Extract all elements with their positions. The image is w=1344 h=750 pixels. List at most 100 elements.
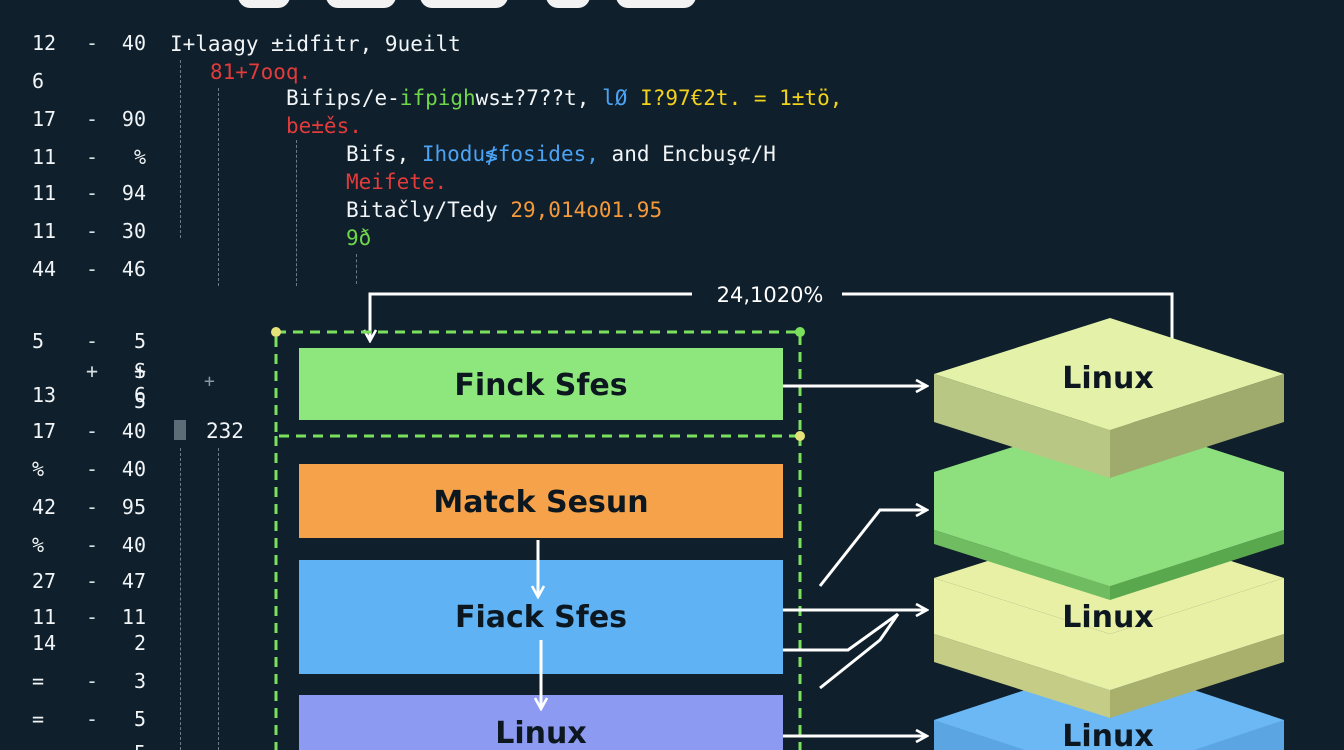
line-value: 46 bbox=[121, 257, 146, 281]
code-text: lØ bbox=[602, 86, 628, 110]
left-box-1: Finck Sfes bbox=[299, 348, 783, 420]
gutter-separator: - bbox=[85, 31, 99, 55]
line-number: 11 bbox=[32, 605, 57, 629]
line-value: 6 bbox=[133, 383, 146, 407]
gutter-separator: - bbox=[85, 457, 99, 481]
line-value: 47 bbox=[121, 569, 146, 593]
gutter-row: 14 2 bbox=[0, 628, 170, 658]
gutter-row: 44-46 bbox=[0, 254, 170, 284]
connector-arrow bbox=[370, 292, 692, 340]
code-text: 81+7ooq. bbox=[210, 60, 312, 84]
gutter-separator: - bbox=[85, 569, 99, 593]
gutter-row: 11-% bbox=[0, 142, 170, 172]
marker-value-text: 232 bbox=[206, 419, 244, 443]
cursor-block bbox=[174, 420, 186, 440]
gutter-row: 13 6 bbox=[0, 380, 170, 410]
code-text: I?97€2t. = 1±tö, bbox=[640, 86, 843, 110]
line-value: 5 bbox=[112, 738, 146, 750]
line-number: % bbox=[32, 457, 45, 481]
code-line-3: Bifips/e-ifpighws±?7??t, lØ I?97€2t. = 1… bbox=[286, 84, 842, 112]
gutter-separator: - bbox=[85, 669, 99, 693]
line-value: 40 bbox=[121, 31, 146, 55]
code-line-2: 81+7ooq. bbox=[210, 58, 311, 86]
gutter-separator: - bbox=[85, 495, 99, 519]
line-value: 95 bbox=[121, 495, 146, 519]
indent-guide bbox=[356, 254, 357, 284]
line-value: 40 bbox=[121, 533, 146, 557]
line-number: 5 bbox=[32, 329, 45, 353]
line-number: = bbox=[32, 707, 45, 731]
line-value: 2 bbox=[133, 631, 146, 655]
gutter-separator: - bbox=[85, 329, 99, 353]
line-number: 14 bbox=[32, 631, 57, 655]
gutter-row: %-40 bbox=[0, 454, 170, 484]
line-value: 94 bbox=[121, 181, 146, 205]
code-text: Meifete. bbox=[346, 170, 448, 194]
gutter-separator: - bbox=[85, 605, 99, 629]
line-number: 27 bbox=[32, 569, 57, 593]
connector-arrow bbox=[783, 612, 899, 652]
code-text: Ihodu≸fosides, bbox=[421, 142, 599, 166]
line-number: 13 bbox=[32, 383, 57, 407]
gutter-row: 17-40 bbox=[0, 416, 170, 446]
box-label: Linux bbox=[495, 716, 586, 750]
box-label: Finck Sfes bbox=[454, 368, 627, 403]
code-line-8: 9ð bbox=[346, 224, 371, 252]
gutter-row: = - 5 bbox=[0, 704, 170, 734]
gutter-row: 11-11 bbox=[0, 602, 170, 632]
line-number: = bbox=[32, 669, 45, 693]
gutter-separator: + bbox=[85, 359, 99, 383]
code-line-7: Bitačly/Tedy 29,014o01.95 bbox=[346, 196, 662, 224]
code-text: Bifs, bbox=[346, 142, 410, 166]
gutter-separator: - bbox=[85, 533, 99, 557]
code-text: 29,014o01.95 bbox=[510, 198, 663, 222]
gutter-row: 42-95 bbox=[0, 492, 170, 522]
layer-label: Linux bbox=[1062, 600, 1153, 635]
line-value: 3 bbox=[133, 669, 146, 693]
line-number: 17 bbox=[32, 419, 57, 443]
indent-guide bbox=[218, 88, 219, 286]
plus-text: + bbox=[204, 371, 215, 392]
gutter-separator: - bbox=[85, 707, 99, 731]
box-label: Matck Sesun bbox=[433, 485, 648, 520]
line-value: 11 bbox=[121, 605, 146, 629]
dashed-frame bbox=[274, 436, 802, 750]
gutter-separator: - bbox=[85, 419, 99, 443]
gutter-separator: - bbox=[85, 219, 99, 243]
indent-guide bbox=[218, 448, 219, 750]
gutter-separator: - bbox=[85, 107, 99, 131]
layer-2 bbox=[934, 416, 1284, 600]
connector-arrow bbox=[818, 510, 926, 587]
code-text: Bifips/e- bbox=[286, 86, 400, 110]
gutter-row: + + 5 bbox=[0, 356, 170, 413]
line-number: % bbox=[32, 533, 45, 557]
plus-marker: + bbox=[204, 368, 215, 396]
line-value: + 5 bbox=[133, 359, 146, 413]
line-number: 12 bbox=[32, 31, 57, 55]
percent-label: 24,1020% bbox=[717, 283, 824, 307]
gutter-row: 12 -40 bbox=[0, 28, 170, 58]
gutter-row: 11-30 bbox=[0, 216, 170, 246]
gutter-row: 11 -94 bbox=[0, 178, 170, 208]
gutter-row: 5-5 S bbox=[0, 326, 170, 383]
code-text: and Encbuş⊄/H bbox=[611, 142, 776, 166]
code-line-6: Meifete. bbox=[346, 168, 447, 196]
dashed-frame bbox=[274, 330, 802, 438]
code-line-1: I+laagy ±idfitr, 9ueilt bbox=[170, 30, 461, 58]
gutter-row: 17 -90 bbox=[0, 104, 170, 134]
gutter-row: 27 -47 bbox=[0, 566, 170, 596]
layer-label: Linux bbox=[1062, 719, 1153, 750]
line-value: 5 bbox=[133, 707, 146, 731]
gutter-separator: - bbox=[85, 181, 99, 205]
code-text: 9ð bbox=[346, 226, 372, 250]
line-number: 11 bbox=[32, 181, 57, 205]
marker-value: 232 bbox=[206, 417, 244, 445]
line-value: 30 bbox=[121, 219, 146, 243]
connector-arrow bbox=[819, 613, 900, 690]
frame-corner-dot bbox=[795, 431, 805, 441]
left-box-2: Matck Sesun bbox=[299, 464, 783, 538]
line-value: 90 bbox=[121, 107, 146, 131]
line-number: 17 bbox=[32, 107, 57, 131]
code-text: I+laagy ±idfitr, 9ueilt bbox=[170, 32, 461, 56]
